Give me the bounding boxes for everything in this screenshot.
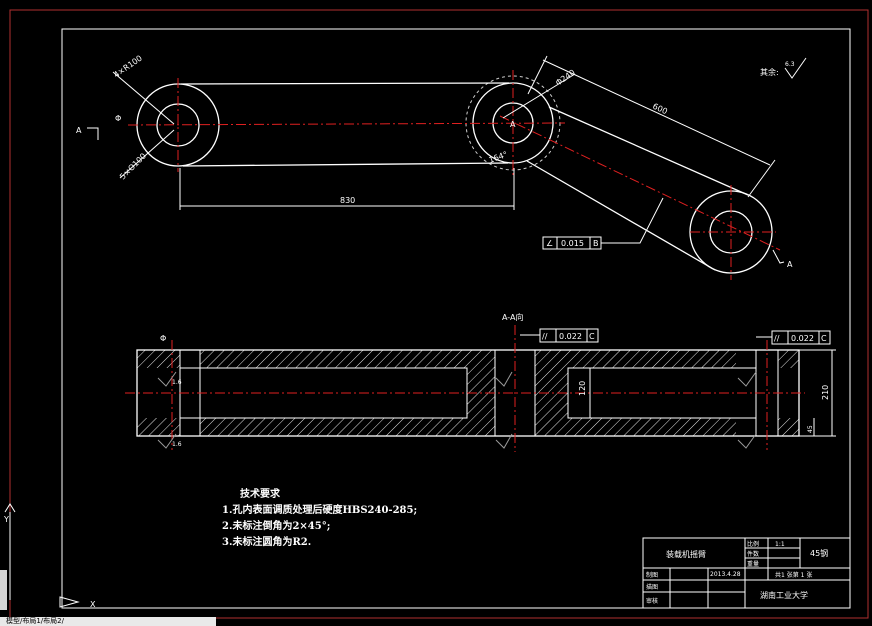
angularity-symbol: ∠ (546, 239, 553, 248)
dim-830: 830 (340, 196, 355, 205)
roughness-note-label: 其余: (760, 67, 779, 77)
roughness-note-value: 6.3 (785, 61, 795, 68)
angularity-datum: B (593, 239, 599, 248)
parallel-frame-mid: // 0.022 C (520, 328, 599, 343)
dim-120: 120 (578, 381, 587, 396)
leader-left-lower (119, 129, 175, 179)
section-arrow-left (87, 127, 99, 140)
tb-part-name: 装载机摇臂 (666, 549, 706, 559)
vertical-scrollbar[interactable] (0, 570, 7, 610)
arm-edge-top (180, 82, 510, 85)
leader-left-upper (112, 71, 175, 125)
section-view: A-A向 (125, 312, 836, 452)
dim600-ext-b (747, 159, 776, 198)
angularity-frame: ∠ 0.015 B (542, 197, 664, 250)
tb-sheet-info: 共1 张第 1 张 (775, 571, 812, 579)
hatch-left-top (137, 350, 180, 368)
tb-school: 湖南工业大学 (760, 590, 808, 600)
parallel-mid-datum: C (589, 332, 595, 341)
ucs-y-label: Y (3, 515, 9, 524)
parallel-frame-right: // 0.022 C (756, 330, 831, 345)
roughness-small-2: 1.6 (172, 441, 182, 448)
dim-4xR100: 4×R100 (112, 54, 144, 80)
dim600-line (542, 59, 771, 166)
ucs-icon: Y X (3, 503, 96, 609)
layout-tabs-text[interactable]: 模型/布局1/布局2/ (6, 617, 64, 625)
dim-5xO100: 5×O100 (118, 151, 148, 181)
leader-mid-dia (502, 73, 576, 119)
roughness-symbol-icon (784, 57, 807, 79)
tech-note-1: 1.孔内表面调质处理后硬度HBS240-285; (222, 503, 417, 516)
parallel-mid-value: 0.022 (559, 332, 582, 341)
hatch-beam-top (200, 350, 467, 368)
tb-material: 45钢 (810, 548, 828, 558)
section-label: A-A向 (502, 312, 523, 322)
tb-scale-label: 比例 (747, 540, 759, 548)
roughness-small-1: 1.6 (172, 379, 182, 386)
parallel-right-datum: C (821, 334, 827, 343)
angularity-value: 0.015 (561, 239, 584, 248)
tb-drafted-label: 描图 (646, 583, 658, 591)
arm2-edge-top (548, 106, 749, 196)
top-view: 830 600 4×R100 5×O100 Φ240 164° A A Φ A … (76, 54, 807, 280)
roughness-markers: 1.6 1.6 (157, 371, 757, 449)
centerline-diagonal (499, 115, 781, 251)
hatch-end-bottom (778, 418, 799, 436)
parallel-right-symbol: // (774, 334, 780, 343)
tb-checked-label: 审核 (646, 597, 658, 605)
tb-qty-label: 件数 (747, 550, 759, 558)
dim-45: 45 (807, 425, 814, 433)
section-arrow-right (772, 249, 785, 264)
tb-drawn-label: 制图 (646, 571, 658, 579)
arm-edge-bottom (182, 162, 509, 167)
tech-note-3: 3.未标注圆角为R2. (222, 535, 311, 548)
tech-note-2: 2.未标注倒角为2×45°; (222, 519, 330, 532)
tb-weight-label: 重量 (747, 560, 759, 568)
ucs-x-label: X (90, 600, 96, 609)
arm2-edge-bottom (526, 160, 716, 271)
mid-center-label: A (510, 120, 516, 129)
phi-symbol-top: Φ (115, 114, 121, 123)
title-block: 装载机摇臂 比例 1:1 件数 重量 45钢 制图 2013.4.28 描图 审… (642, 537, 851, 609)
technical-requirements: 技术要求 1.孔内表面调质处理后硬度HBS240-285; 2.未标注倒角为2×… (222, 487, 417, 548)
hatch-end-top (778, 350, 799, 368)
hatch-beam-bottom (200, 418, 467, 436)
dim-210: 210 (821, 385, 830, 400)
section-marker-left: A (76, 126, 82, 135)
centerline-horizontal (127, 122, 566, 126)
hatch-right-top (568, 350, 736, 368)
layout-tabs-bar[interactable]: 模型/布局1/布局2/ (0, 617, 216, 626)
sheet-outer-border (9, 9, 869, 619)
hatch-right-bottom (568, 418, 736, 436)
hatch-left-bottom (137, 418, 180, 436)
tb-scale-value: 1:1 (775, 541, 785, 548)
parallel-right-value: 0.022 (791, 334, 814, 343)
phi-symbol-section: Φ (160, 334, 166, 343)
tb-drawn-date: 2013.4.28 (710, 571, 741, 578)
section-marker-right: A (787, 260, 793, 269)
dim600-ext-a (527, 55, 548, 95)
drawing-frame (61, 28, 851, 609)
tech-title: 技术要求 (240, 487, 281, 500)
parallel-mid-symbol: // (542, 332, 548, 341)
